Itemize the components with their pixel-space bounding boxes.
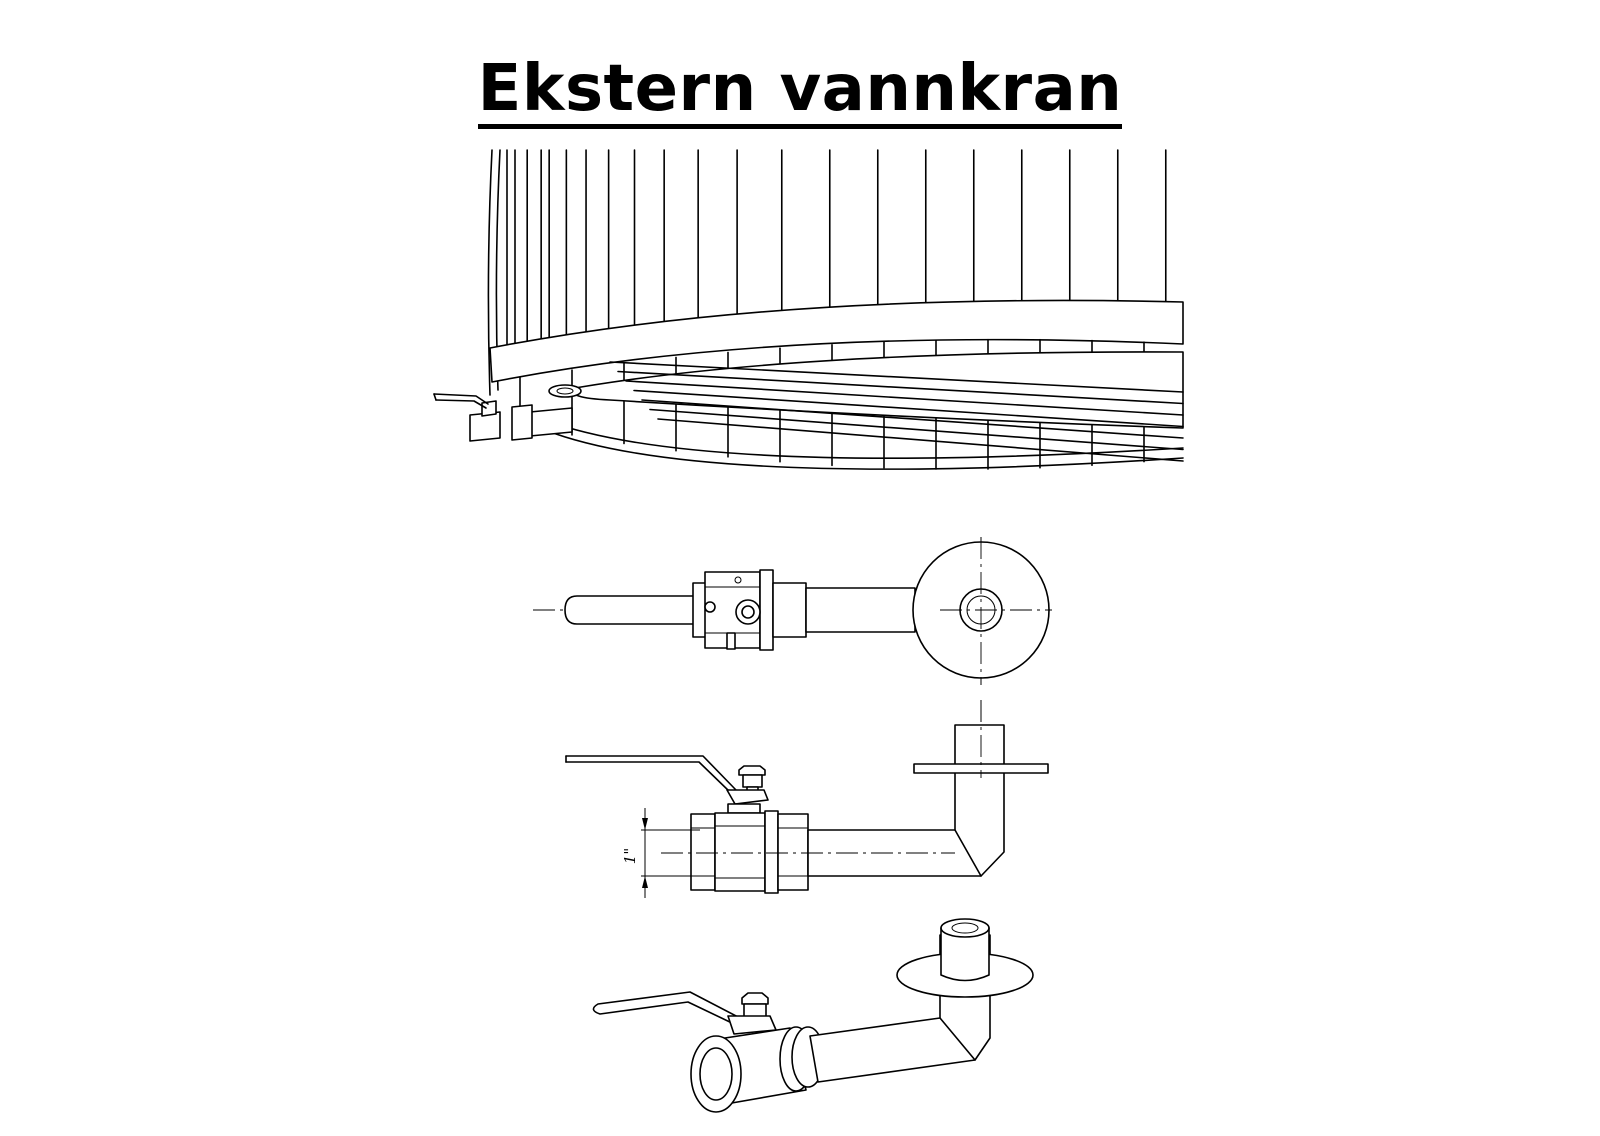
tub-floor-board-line [633, 389, 1184, 428]
top-handle-lever [564, 595, 706, 625]
tap-top-view [533, 537, 1052, 685]
tub-tap-detail [433, 384, 582, 442]
tub-floor-board-line [625, 380, 1184, 416]
page-title: Ekstern vannkran [0, 52, 1600, 130]
tap-isometric-view [592, 918, 1034, 1113]
top-pipe [805, 587, 916, 633]
pipe-size-label: 1" [621, 848, 639, 864]
tub-bottom-outline [544, 429, 1184, 470]
iso-outlet-tube [940, 927, 990, 982]
pipe-size-dimension [641, 808, 700, 898]
side-valve-end-left [690, 813, 716, 891]
tub-left-edge [487, 149, 493, 396]
side-pipe-elbow [807, 724, 1005, 877]
tub-floor-boards [609, 361, 1184, 462]
tub-bottom-inner [544, 419, 1184, 460]
tap-side-view: 1" [565, 700, 1049, 898]
iso-stem-nut [741, 992, 769, 1005]
side-valve-body [714, 812, 766, 892]
tub-floor [572, 351, 1184, 429]
tub-hoop-band [489, 299, 1184, 383]
side-stem-nut [738, 765, 766, 776]
iso-handle-lever [592, 991, 741, 1025]
tub-floor-board-line [641, 399, 1184, 439]
side-handle-lever [565, 755, 737, 791]
tub-floor-board-line [657, 418, 1184, 462]
tub-floor-board-line [649, 408, 1184, 451]
page-title-text: Ekstern vannkran [477, 54, 1123, 130]
tub-upper-staves [506, 149, 1167, 349]
tub-floor-board-line [617, 370, 1184, 405]
hot-tub-illustration [433, 149, 1184, 470]
tub-floor-board-line [609, 361, 1184, 393]
